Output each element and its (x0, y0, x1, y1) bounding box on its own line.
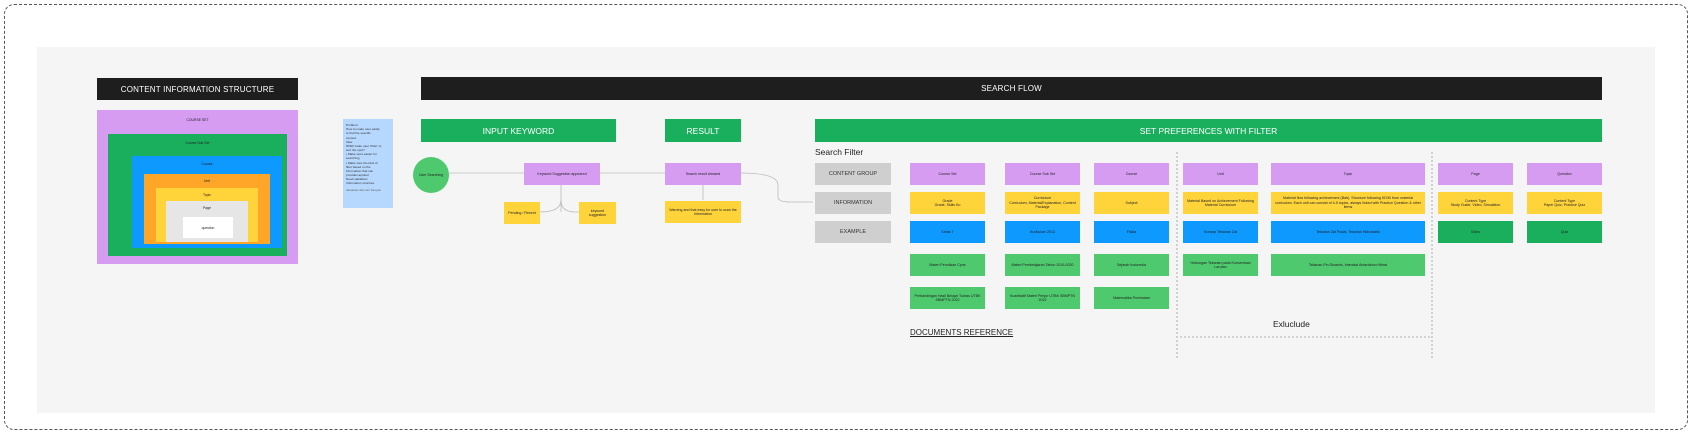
example-topic[interactable]: Tekanan Zat Padat, Tekanan Hidrostatis (1271, 221, 1425, 243)
canvas-frame (4, 4, 1688, 430)
ref-course-2[interactable]: Matematika Peminatan (1094, 287, 1169, 309)
sticky-note-line: Idea: (346, 139, 353, 144)
search-result-showed[interactable]: Search result showed (665, 163, 741, 185)
ref-unit-1[interactable]: Hubungan Tekanan pada Konsentrasi Laruta… (1183, 254, 1258, 276)
level-course-sub-set[interactable]: Course Sub Set Course Unit Topic Page qu… (108, 134, 287, 256)
level-label: Page (203, 206, 211, 210)
group-unit[interactable]: Unit (1183, 163, 1258, 185)
documents-reference-link[interactable]: DOCUMENTS REFERENCE (910, 328, 1014, 337)
group-question[interactable]: Question (1527, 163, 1602, 185)
ref-course-sub-set-2[interactable]: Kuantitatif Materi Penjur UTBK SBMPTN 20… (1005, 287, 1080, 309)
sticky-note-line: • Make semi-easier for (346, 152, 377, 157)
example-question[interactable]: Quiz (1527, 221, 1602, 243)
content-structure-title: CONTENT INFORMATION STRUCTURE (97, 78, 298, 100)
level-label: question (201, 225, 215, 230)
example-course-set[interactable]: Kelas 7 (910, 221, 985, 243)
ref-course-set-1[interactable]: Materi Penulisan Cpns (910, 254, 985, 276)
level-unit[interactable]: Unit Topic Page question (144, 174, 270, 244)
ref-topic-1[interactable]: Tekanan Pin Dinamis, Interaksi Antartahu… (1271, 254, 1425, 276)
row-label-example: EXAMPLE (815, 221, 891, 243)
info-course[interactable]: Subject (1094, 192, 1169, 214)
example-page[interactable]: Video (1438, 221, 1513, 243)
level-topic[interactable]: Topic Page question (156, 188, 258, 242)
info-topic[interactable]: Material flow following achievement (Bab… (1271, 192, 1425, 214)
example-course-sub-set[interactable]: Kurikulum 2013 (1005, 221, 1080, 243)
level-label: Course (201, 162, 213, 166)
exclude-label: Exluclude (1273, 319, 1310, 329)
sticky-note-line: to find the specific (346, 131, 371, 136)
start-node-user-searching[interactable]: User Searching (413, 157, 449, 193)
search-flow-title: SEARCH FLOW (421, 77, 1602, 100)
pending-recent-box[interactable]: Pending / Recent (504, 202, 540, 224)
level-question[interactable]: question (183, 217, 233, 238)
level-course[interactable]: Course Unit Topic Page question (132, 156, 282, 248)
warning-note[interactable]: Warning and that easy for user to scan t… (665, 201, 741, 223)
sticky-note-line: information that can (346, 168, 374, 173)
result-header: RESULT (665, 119, 741, 142)
sticky-note-line: content (346, 135, 357, 140)
set-preferences-header: SET PREFERENCES WITH FILTER (815, 119, 1602, 142)
sticky-note-line: • Make sure the kind of (346, 160, 378, 165)
info-page[interactable]: Content Type Study Guide, Video, Simulat… (1438, 192, 1513, 214)
sticky-note-line: Information structure (346, 181, 375, 186)
level-label: COURSE SET (186, 118, 209, 122)
sticky-note-line: searching (346, 156, 360, 161)
keyword-suggestion-box[interactable]: keyword suggestion (579, 202, 616, 224)
ref-course-set-2[interactable]: Perbandingan Hasil Belajar Tuntas UTBK S… (910, 287, 985, 309)
group-course-set[interactable]: Course Set (910, 163, 985, 185)
level-label: Topic (203, 193, 211, 197)
ref-course-1[interactable]: Sejarah Indonesia (1094, 254, 1169, 276)
example-unit[interactable]: Konsep Tekanan Zat (1183, 221, 1258, 243)
info-course-sub-set[interactable]: Curriculum Curriculum, Material/Explanat… (1005, 192, 1080, 214)
sticky-note-line: filter based on the (346, 164, 371, 169)
level-label: Unit (203, 179, 211, 183)
sticky-note-line: How to make user easily (346, 127, 380, 132)
group-page[interactable]: Page (1438, 163, 1513, 185)
sticky-note-line: Need validation: (346, 177, 369, 182)
row-label-content-group: CONTENT GROUP (815, 163, 891, 185)
ref-course-sub-set-1[interactable]: Materi Pembelajaran Tahun 2019-2020 (1005, 254, 1080, 276)
info-unit[interactable]: Material Based on Achievement Following … (1183, 192, 1258, 214)
info-course-set[interactable]: Grade Grade, Skills Ku (910, 192, 985, 214)
group-course-sub-set[interactable]: Course Sub Set (1005, 163, 1080, 185)
info-question[interactable]: Content Type Paper Quiz, Practice Quiz (1527, 192, 1602, 214)
level-course-set[interactable]: COURSE SET Course Sub Set Course Unit To… (97, 110, 298, 264)
level-label: Course Sub Set (185, 141, 210, 145)
sticky-note-line: provides applied (346, 173, 369, 178)
group-topic[interactable]: Topic (1271, 163, 1425, 185)
group-course[interactable]: Course (1094, 163, 1169, 185)
input-keyword-header: INPUT KEYWORD (421, 119, 616, 142)
search-filter-label: Search Filter (815, 147, 864, 157)
sticky-note-footer: Jawaban dari sini banyak (346, 187, 381, 192)
example-course[interactable]: Fisika (1094, 221, 1169, 243)
level-page[interactable]: Page question (166, 201, 248, 242)
sticky-note-line: sort the spot? (346, 148, 365, 153)
sticky-note-line: HMW make user 'Filter' to (346, 143, 382, 148)
keyword-suggestion-appeared[interactable]: Keyword Suggestion appeared (524, 163, 600, 185)
sticky-note-line: Problem: (346, 123, 359, 127)
row-label-information: INFORMATION (815, 192, 891, 214)
